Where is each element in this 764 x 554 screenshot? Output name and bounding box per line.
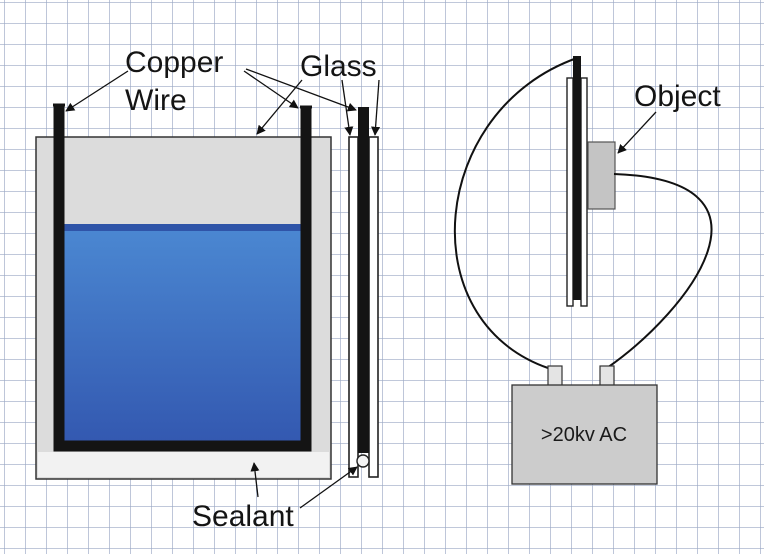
arrow-copper-right bbox=[243, 70, 299, 109]
arrow-glass-left-pane bbox=[341, 79, 354, 136]
copper-wire-u bbox=[53, 105, 312, 452]
label-sealant: Sealant bbox=[192, 500, 294, 533]
liquid-surface bbox=[64, 224, 301, 231]
terminal-right bbox=[599, 365, 615, 387]
terminal-left bbox=[547, 365, 563, 387]
liquid bbox=[64, 226, 301, 444]
cross-section-conductor bbox=[358, 107, 369, 453]
arrow-sealant-tank bbox=[250, 462, 260, 498]
label-wire: Wire bbox=[125, 84, 187, 117]
arrow-object bbox=[617, 111, 657, 154]
glass-tank bbox=[35, 103, 332, 480]
callout-arrows bbox=[65, 68, 657, 509]
glass-panel-right bbox=[368, 136, 379, 478]
object-block bbox=[587, 141, 616, 210]
sealant-layer bbox=[38, 452, 329, 477]
glass-cross-section bbox=[348, 107, 379, 478]
plate-glass-left bbox=[566, 77, 574, 307]
power-supply: >20kv AC bbox=[511, 365, 658, 485]
sealant-bead bbox=[356, 454, 370, 468]
power-supply-label: >20kv AC bbox=[541, 424, 627, 446]
plate-conductor bbox=[573, 56, 581, 300]
arrow-copper-left bbox=[65, 70, 129, 112]
wire-to-object bbox=[606, 173, 713, 369]
label-object: Object bbox=[634, 80, 721, 113]
arrow-sealant-bead bbox=[299, 466, 358, 509]
label-copper: Copper bbox=[125, 46, 223, 79]
copper-wire-top-caps bbox=[53, 103, 312, 109]
label-glass: Glass bbox=[300, 50, 377, 83]
arrow-glass-right-pane bbox=[371, 79, 381, 136]
plate-glass-right bbox=[580, 77, 588, 307]
power-supply-box bbox=[511, 384, 658, 485]
arrow-glass-tank bbox=[256, 79, 303, 135]
glass-panel-left bbox=[348, 136, 359, 478]
plate-assembly bbox=[566, 56, 616, 307]
wire-to-plate bbox=[454, 57, 578, 369]
arrow-copper-mid bbox=[245, 68, 357, 112]
